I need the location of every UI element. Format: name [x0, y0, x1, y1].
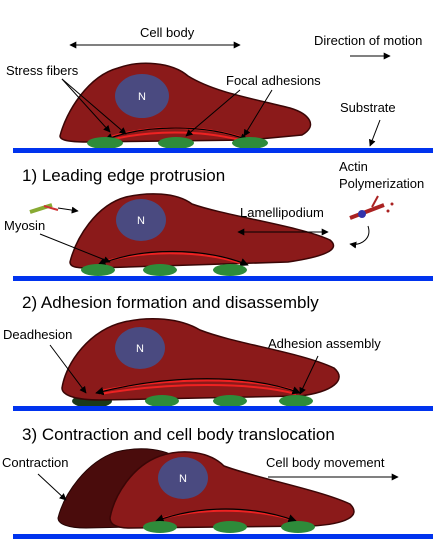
step-1-title: 1) Leading edge protrusion	[22, 166, 225, 185]
nucleus-label: N	[138, 91, 146, 103]
adhesion-assembly-pointer	[299, 355, 319, 395]
panel-leading-edge-protrusion: 1) Leading edge protrusion Actin Polymer…	[4, 159, 433, 281]
contraction-label: Contraction	[2, 455, 68, 470]
cell-body-movement-label: Cell body movement	[266, 455, 385, 470]
actin-polymerization-icon	[349, 195, 394, 220]
focal-adhesion	[145, 395, 179, 407]
myosin-arrow	[57, 206, 79, 214]
focal-adhesion	[213, 521, 247, 533]
focal-adhesions-label: Focal adhesions	[226, 73, 321, 88]
stress-fiber-arrow	[97, 250, 249, 267]
focal-adhesion	[281, 521, 315, 533]
panel-contraction: 3) Contraction and cell body translocati…	[2, 425, 433, 539]
focal-adhesion	[87, 137, 123, 149]
substrate-line	[13, 276, 433, 281]
panel-overview: Cell body Direction of motion Stress fib…	[6, 25, 433, 153]
adhesion-assembly-label: Adhesion assembly	[268, 336, 381, 351]
focal-adhesion	[213, 264, 247, 276]
myosin-pointer	[39, 233, 111, 263]
nucleus	[158, 457, 208, 499]
cell-body-label: Cell body	[140, 25, 195, 40]
direction-of-motion-label: Direction of motion	[314, 33, 422, 48]
substrate-line	[13, 406, 433, 411]
focal-adhesions-pointer	[185, 89, 241, 137]
nucleus	[115, 74, 169, 118]
nucleus	[116, 199, 166, 241]
stress-fiber-arrow	[104, 127, 249, 142]
nucleus-label: N	[137, 215, 145, 227]
stress-fiber-arrow	[95, 378, 301, 396]
substrate-line	[13, 148, 433, 153]
focal-adhesion	[232, 137, 268, 149]
nucleus	[115, 327, 165, 369]
substrate-pointer	[368, 119, 381, 147]
deadhesion-pointer	[49, 344, 87, 394]
stress-fibers-pointer	[61, 78, 111, 133]
stress-fiber-arrow	[155, 508, 297, 523]
focal-adhesion	[213, 395, 247, 407]
cell-body-shape	[61, 317, 340, 401]
substrate-label: Substrate	[340, 100, 396, 115]
substrate-line	[13, 534, 433, 539]
actin-label-line1: Actin	[339, 159, 368, 174]
lamellipodium-label: Lamellipodium	[240, 205, 324, 220]
stress-fibers-label: Stress fibers	[6, 63, 79, 78]
focal-adhesion	[279, 395, 313, 407]
myosin-icon	[29, 203, 59, 214]
actin-label-line2: Polymerization	[339, 176, 424, 191]
step-2-title: 2) Adhesion formation and disassembly	[22, 293, 319, 312]
step-3-title: 3) Contraction and cell body translocati…	[22, 425, 335, 444]
myosin-label: Myosin	[4, 218, 45, 233]
stress-fibers-pointer	[61, 78, 127, 135]
actin-polymerization-arrow	[349, 225, 370, 249]
nucleus-label: N	[136, 343, 144, 355]
focal-adhesions-pointer	[243, 89, 273, 137]
nucleus-label: N	[179, 473, 187, 485]
panel-adhesion-formation: 2) Adhesion formation and disassembly De…	[3, 293, 433, 411]
focal-adhesion	[158, 137, 194, 149]
deadhesion-label: Deadhesion	[3, 327, 72, 342]
contraction-pointer	[37, 473, 67, 501]
focal-adhesion	[81, 264, 115, 276]
focal-adhesion	[143, 521, 177, 533]
focal-adhesion	[143, 264, 177, 276]
